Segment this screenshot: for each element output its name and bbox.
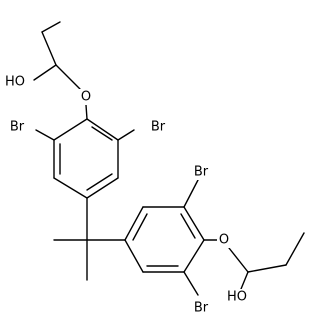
bond	[132, 213, 148, 241]
bond	[117, 129, 135, 141]
bond	[183, 206, 205, 241]
bond	[91, 126, 113, 141]
bond	[240, 271, 249, 290]
bond	[228, 247, 249, 273]
ether-oxygen-label: O	[81, 90, 91, 105]
bond	[33, 64, 57, 81]
bond	[35, 129, 55, 141]
bond	[180, 213, 196, 239]
bonds	[33, 21, 305, 296]
bond	[124, 206, 144, 241]
bond	[183, 271, 199, 296]
bond	[86, 118, 119, 141]
bond	[86, 173, 113, 191]
bond	[183, 239, 205, 273]
atom-labels: HO O Br Br Br O Br HO	[4, 74, 248, 316]
bond	[55, 64, 81, 90]
bond	[247, 264, 287, 273]
bromine-label: Br	[10, 120, 25, 135]
bond	[85, 104, 88, 120]
ether-oxygen-label: O	[219, 233, 229, 248]
bond	[53, 177, 88, 199]
bromine-label: Br	[194, 165, 209, 180]
bond	[285, 232, 305, 266]
hydroxyl-label: HO	[227, 290, 247, 305]
bond	[124, 239, 144, 273]
bond	[41, 31, 57, 66]
bromine-label: Br	[194, 301, 209, 316]
hydroxyl-label: HO	[5, 75, 25, 90]
bromine-label: Br	[151, 120, 166, 135]
bond	[86, 177, 119, 199]
bond	[41, 21, 61, 33]
bond	[53, 118, 88, 141]
bond	[183, 179, 199, 208]
